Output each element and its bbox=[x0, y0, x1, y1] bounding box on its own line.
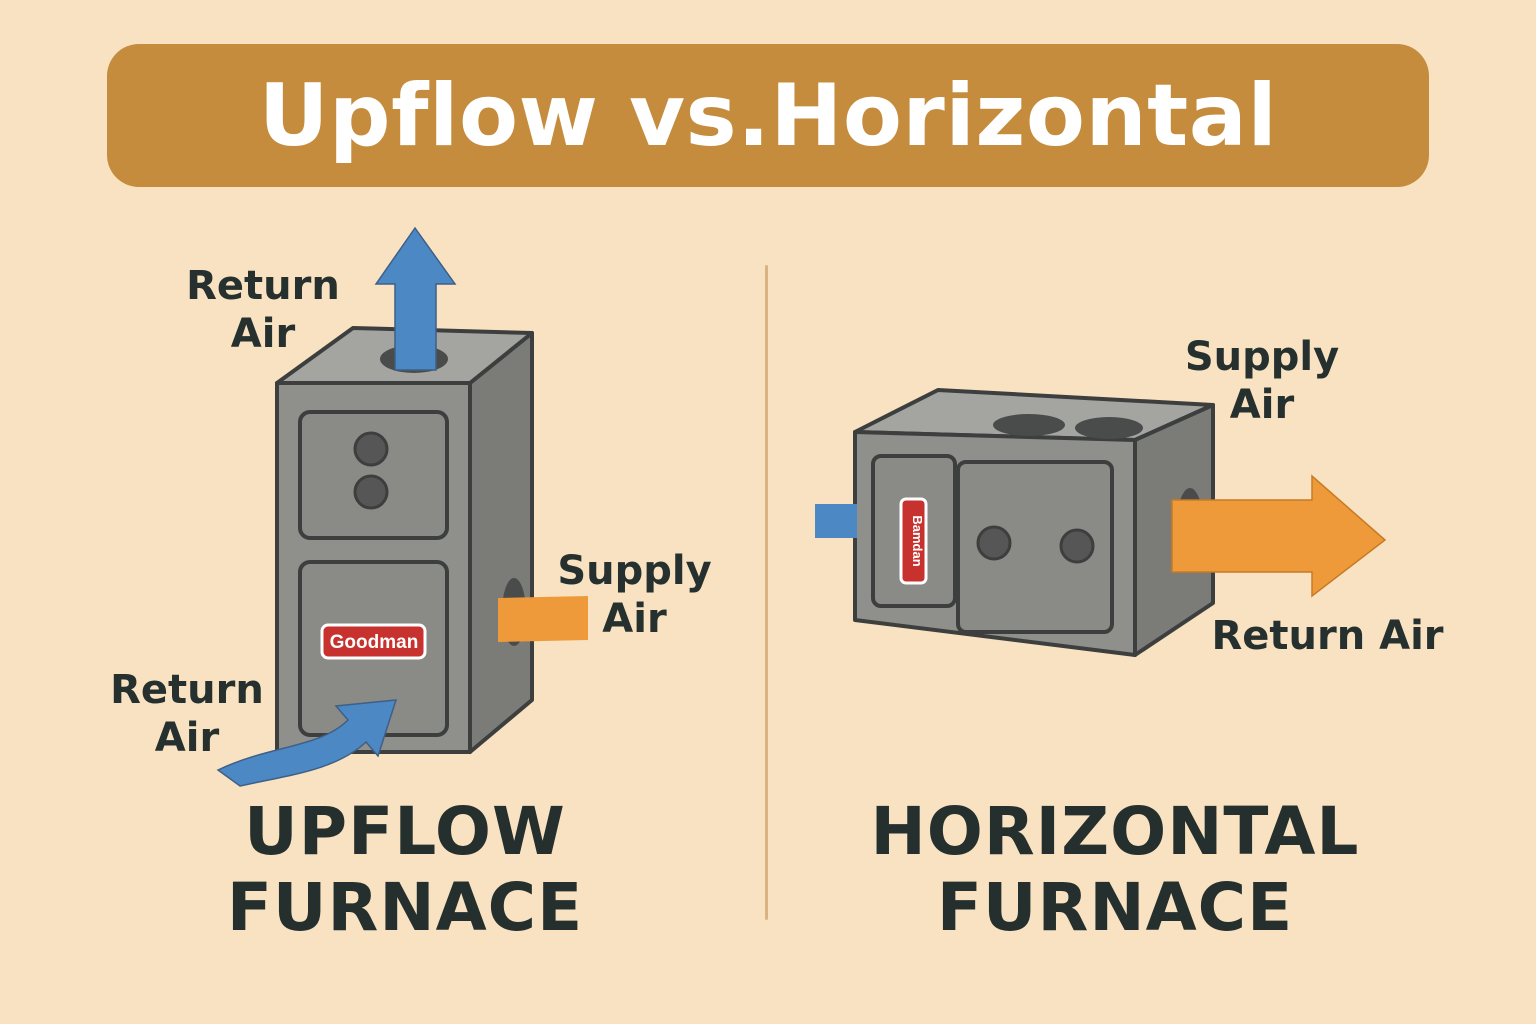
bamdan-badge bbox=[899, 497, 928, 585]
upflow-top-return-air-label: Return Air bbox=[186, 263, 340, 357]
upflow-caption: UPFLOW FURNACE bbox=[226, 793, 584, 946]
upflow-supply-air-label: Supply Air bbox=[557, 548, 712, 642]
curved-arrow-icon bbox=[216, 699, 398, 787]
page-title: Upflow vs.Horizontal bbox=[258, 65, 1278, 166]
upflow-bottom-return-air-label: Return Air bbox=[110, 667, 264, 761]
upflow-furnace bbox=[275, 326, 534, 754]
horizontal-top-opening bbox=[993, 414, 1065, 436]
supply-air-stub bbox=[498, 596, 588, 642]
horizontal-caption: HORIZONTAL FURNACE bbox=[870, 793, 1360, 946]
goodman-badge-text: Goodman bbox=[330, 632, 419, 653]
upflow-knob-icon bbox=[353, 431, 389, 467]
title-banner: Upflow vs.Horizontal bbox=[107, 44, 1429, 187]
upflow-cabinet-side bbox=[468, 331, 534, 754]
upflow-knob-icon bbox=[353, 474, 389, 510]
horizontal-knob-icon bbox=[1059, 528, 1095, 564]
horizontal-top-opening bbox=[1075, 417, 1143, 439]
bamdan-badge-text: Bamdan bbox=[910, 515, 925, 566]
horizontal-knob-icon bbox=[976, 525, 1012, 561]
horizontal-return-air-label: Return Air bbox=[1211, 613, 1444, 659]
horizontal-return-stub bbox=[815, 504, 857, 538]
goodman-badge bbox=[320, 623, 427, 660]
right-arrow-icon bbox=[1171, 474, 1387, 598]
horizontal-right-panel bbox=[956, 460, 1114, 634]
horizontal-supply-air-label: Supply Air bbox=[1184, 334, 1340, 428]
divider-line bbox=[765, 265, 768, 920]
up-arrow-icon bbox=[374, 226, 457, 371]
